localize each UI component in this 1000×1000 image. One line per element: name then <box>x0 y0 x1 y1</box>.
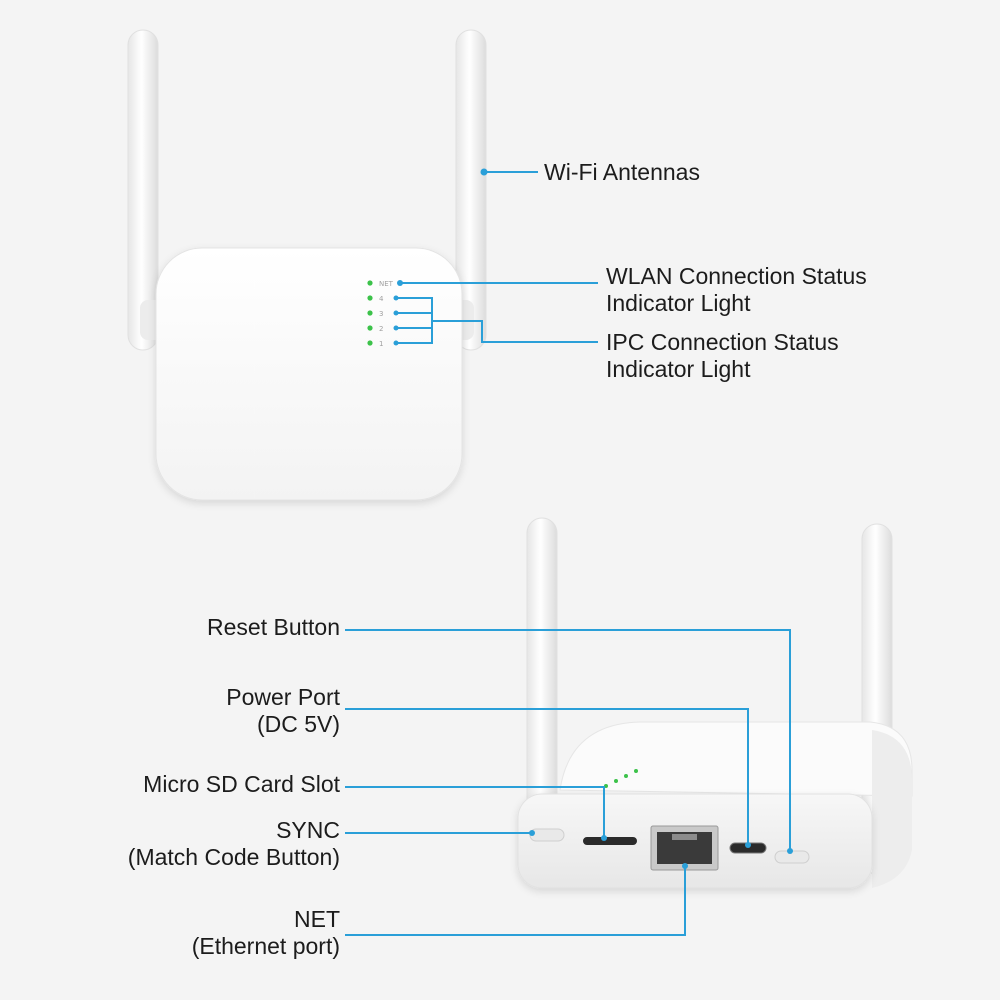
label-ipc-status-line1: IPC Connection Status <box>606 329 839 355</box>
label-wlan-status-line2: Indicator Light <box>606 290 751 316</box>
sync-button[interactable] <box>529 828 565 842</box>
label-ipc-status-line2: Indicator Light <box>606 356 751 382</box>
label-wifi-antennas: Wi-Fi Antennas <box>544 159 700 186</box>
label-reset-button-text: Reset Button <box>207 614 340 640</box>
label-micro-sd-slot-text: Micro SD Card Slot <box>143 771 340 797</box>
bottom-leader-lines <box>345 629 791 936</box>
leader-line-power <box>345 708 749 845</box>
label-power-port-line1: Power Port <box>226 684 340 710</box>
leader-line-net <box>345 866 686 936</box>
indicator-led-1 <box>367 340 373 346</box>
top-leader-dots <box>393 168 488 346</box>
label-net-port-line2: (Ethernet port) <box>191 933 340 959</box>
indicator-label-2: 2 <box>379 325 383 333</box>
label-power-port-line2: (DC 5V) <box>256 711 340 737</box>
antenna-right <box>455 29 487 351</box>
device-rear-top <box>559 721 913 797</box>
label-wlan-status-line1: WLAN Connection Status <box>606 263 867 289</box>
indicator-label-4: 4 <box>379 295 384 303</box>
label-ipc-status: IPC Connection Status Indicator Light <box>606 329 839 383</box>
label-reset-button: Reset Button <box>207 614 340 641</box>
label-sync-button-line1: SYNC <box>276 817 340 843</box>
leader-line-ipc <box>432 320 598 343</box>
label-micro-sd-slot: Micro SD Card Slot <box>143 771 340 798</box>
bottom-leader-dots <box>529 830 793 869</box>
indicator-led-net <box>367 280 373 286</box>
leader-line-sd <box>345 786 605 838</box>
indicator-label-3: 3 <box>379 310 383 318</box>
indicator-led-4 <box>367 295 373 301</box>
indicator-led-2 <box>367 325 373 331</box>
label-net-port: NET (Ethernet port) <box>192 906 340 960</box>
device-front-body <box>155 247 463 501</box>
label-net-port-line1: NET <box>294 906 340 932</box>
leader-line-reset <box>345 629 791 851</box>
antenna-left <box>127 29 159 351</box>
label-sync-button-line2: (Match Code Button) <box>127 844 340 870</box>
micro-sd-slot[interactable] <box>583 837 637 845</box>
ethernet-port-contacts <box>672 834 697 840</box>
top-leader-lines <box>395 171 598 344</box>
indicator-led-3 <box>367 310 373 316</box>
label-wlan-status: WLAN Connection Status Indicator Light <box>606 263 867 317</box>
label-power-port: Power Port (DC 5V) <box>226 684 340 738</box>
indicator-label-net: NET <box>379 280 394 288</box>
indicator-panel: NET 4 3 2 1 <box>367 280 394 348</box>
label-wifi-antennas-text: Wi-Fi Antennas <box>544 159 700 185</box>
device-rear-side <box>872 730 912 888</box>
label-sync-button: SYNC (Match Code Button) <box>128 817 340 871</box>
rear-top-leds <box>604 769 638 788</box>
device-front-view: NET 4 3 2 1 <box>127 29 487 501</box>
device-rear-view <box>517 517 913 889</box>
indicator-label-1: 1 <box>379 340 383 348</box>
